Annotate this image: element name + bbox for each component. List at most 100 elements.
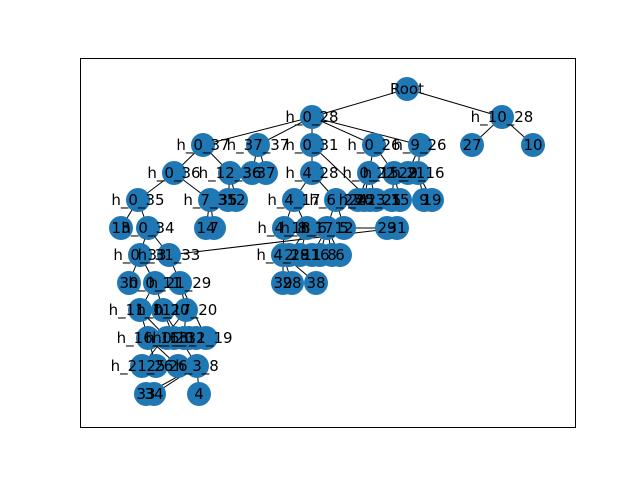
node-label-h_6_12: h_6_12 [300, 219, 353, 238]
node-h_0_26 [362, 133, 386, 157]
node-label-h_0_37: h_0_37 [176, 136, 229, 155]
node-label-h_17_20: h_17_20 [155, 301, 218, 320]
node-label-h_0_3: h_0_3 [145, 329, 189, 348]
node-label-n4: 4 [194, 385, 204, 403]
node-label-h_12_36: h_12_36 [199, 164, 262, 183]
node-label-n14: 14 [196, 219, 215, 237]
node-n26 [166, 354, 190, 378]
node-label-h_25_25: h_25_25 [339, 191, 402, 210]
node-label-h_4_17: h_4_17 [267, 191, 320, 210]
node-h_0_36 [162, 161, 186, 185]
node-h_6_25 [324, 188, 348, 212]
node-n30 [117, 271, 141, 295]
node-label-h_10_28: h_10_28 [471, 108, 534, 127]
node-label-n36: 36 [242, 164, 261, 182]
node-label-n19: 19 [422, 191, 441, 209]
node-label-n16: 16 [310, 246, 329, 264]
node-n6 [328, 243, 352, 267]
node-label-n8: 8 [327, 246, 337, 264]
node-label-n35: 35 [218, 191, 237, 209]
node-h_6_12 [315, 216, 339, 240]
node-n27 [460, 133, 484, 157]
node-label-h_4_29: h_4_29 [256, 246, 309, 265]
node-label-n27: 27 [462, 136, 481, 154]
node-h_11_11 [128, 298, 152, 322]
node-label-n5: 5 [339, 219, 349, 237]
node-label-n34: 34 [144, 385, 163, 403]
node-label-h_8_17: h_8_17 [280, 219, 333, 238]
node-label-h_6_25: h_6_25 [309, 191, 362, 210]
node-label-h_16_16: h_16_16 [117, 329, 180, 348]
node-n34 [142, 382, 166, 406]
edge-h_31_33-n31 [168, 227, 398, 256]
node-h_0_33 [128, 243, 152, 267]
node-h_21_29 [168, 271, 192, 295]
node-h_0_31 [300, 133, 324, 157]
node-h_9_26 [408, 133, 432, 157]
node-h_10_28 [490, 105, 514, 129]
node-n22 [396, 161, 420, 185]
node-n10 [521, 133, 545, 157]
node-label-h_4_18: h_4_18 [257, 219, 310, 238]
node-label-n11: 11 [302, 246, 321, 264]
node-h_31_33 [157, 243, 181, 267]
node-h_3_8 [185, 354, 209, 378]
node-label-h_0_35: h_0_35 [111, 191, 164, 210]
node-h_37_37 [246, 133, 270, 157]
node-n32 [184, 326, 208, 350]
plot-frame [80, 58, 576, 428]
node-label-n32: 32 [186, 329, 205, 347]
node-n15 [388, 188, 412, 212]
node-n4 [187, 382, 211, 406]
node-h_4_28 [300, 161, 324, 185]
node-h_0_20 [151, 298, 175, 322]
node-h_4_18 [272, 216, 296, 240]
node-label-n0: 0 [184, 329, 194, 347]
node-label-n24: 24 [348, 191, 367, 209]
node-label-n28: 28 [282, 274, 301, 292]
node-h_0_34 [136, 216, 160, 240]
node-h_0_35 [126, 188, 150, 212]
node-label-n6: 6 [335, 246, 345, 264]
node-n38 [304, 271, 328, 295]
node-root [395, 77, 419, 101]
node-label-h_1_1: h_1_1 [152, 329, 196, 348]
node-label-h_31_33: h_31_33 [138, 246, 201, 265]
node-h_0_28 [300, 105, 324, 129]
edge-h_0_28-h_9_26 [311, 116, 421, 146]
node-label-n40: 40 [354, 191, 373, 209]
node-layer [109, 77, 545, 406]
node-label-h_1_19: h_1_19 [179, 329, 232, 348]
node-label-n25: 25 [146, 357, 165, 375]
node-label-h_11_11: h_11_11 [109, 301, 172, 320]
node-label-h_0_22: h_0_22 [342, 164, 395, 183]
node-label-n33: 33 [136, 385, 155, 403]
node-h_0_11 [143, 271, 167, 295]
node-label-h_0_11: h_0_11 [128, 274, 181, 293]
node-n12 [224, 188, 248, 212]
node-label-root: Root [390, 80, 424, 98]
node-label-n12: 12 [226, 191, 245, 209]
node-label-n38: 38 [306, 274, 325, 292]
node-label-n22: 22 [398, 164, 417, 182]
node-label-n29: 29 [377, 219, 396, 237]
node-label-n37: 37 [256, 164, 275, 182]
node-n13 [109, 216, 133, 240]
node-label-h_21_26: h_21_26 [111, 357, 174, 376]
node-label-h_21_29: h_21_29 [149, 274, 212, 293]
node-n19 [420, 188, 444, 212]
node-label-n26: 26 [168, 357, 187, 375]
node-label-h_0_33: h_0_33 [113, 246, 166, 265]
node-n37 [254, 161, 278, 185]
node-n25 [144, 354, 168, 378]
node-label-n23: 23 [366, 191, 385, 209]
node-label-n30: 30 [119, 274, 138, 292]
node-label-n9: 9 [419, 191, 429, 209]
edge-h_0_28-h_0_37 [202, 116, 313, 146]
node-h_17_20 [174, 298, 198, 322]
node-n31 [385, 216, 409, 240]
node-label-h_9_16: h_9_16 [391, 164, 444, 183]
node-label-n39: 39 [273, 274, 292, 292]
